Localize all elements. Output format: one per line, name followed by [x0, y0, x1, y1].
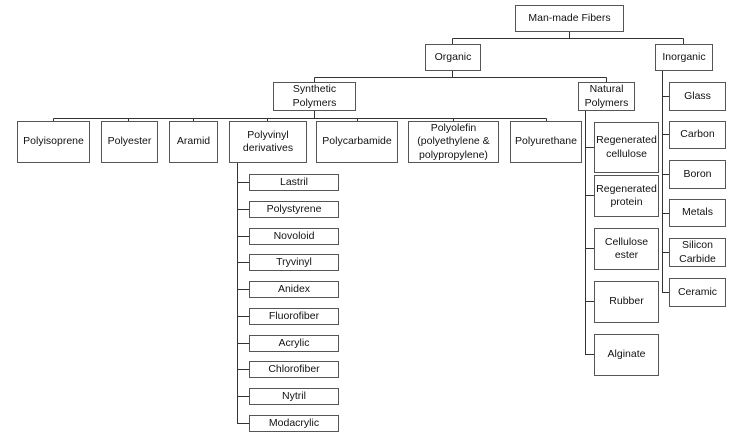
- inorganic-type-node: Silicon Carbide: [669, 238, 726, 267]
- synthetic-type-node: Polyolefin (polyethylene & polypropylene…: [408, 121, 499, 163]
- synthetic-type-node: Polyester: [101, 121, 158, 163]
- synthetic-type-node: Polyurethane: [510, 121, 582, 163]
- inorganic-type-node: Metals: [669, 199, 726, 227]
- polyvinyl-derivative-node: Nytril: [249, 388, 339, 405]
- natural-type-node: Regenerated cellulose: [594, 122, 659, 173]
- polyvinyl-derivative-node: Acrylic: [249, 335, 339, 352]
- inorganic-type-node: Ceramic: [669, 278, 726, 307]
- natural-type-node: Cellulose ester: [594, 228, 659, 270]
- inorganic-type-node: Boron: [669, 160, 726, 189]
- polyvinyl-derivative-node: Chlorofiber: [249, 361, 339, 378]
- polyvinyl-derivative-node: Polystyrene: [249, 201, 339, 218]
- inorganic-node: Inorganic: [655, 44, 713, 71]
- synthetic-type-node: Polyisoprene: [17, 121, 90, 163]
- natural-type-node: Alginate: [594, 334, 659, 376]
- polyvinyl-derivative-node: Novoloid: [249, 228, 339, 245]
- natural-polymers-node: Natural Polymers: [578, 82, 635, 111]
- polyvinyl-derivative-node: Anidex: [249, 281, 339, 298]
- synthetic-type-node: Aramid: [169, 121, 218, 163]
- natural-type-node: Rubber: [594, 281, 659, 323]
- inorganic-type-node: Carbon: [669, 121, 726, 149]
- polyvinyl-derivative-node: Lastril: [249, 174, 339, 191]
- root-node-man-made-fibers: Man-made Fibers: [515, 5, 624, 32]
- inorganic-type-node: Glass: [669, 82, 726, 111]
- synthetic-polymers-node: Synthetic Polymers: [273, 82, 356, 111]
- synthetic-type-node: Polycarbamide: [316, 121, 398, 163]
- natural-type-node: Regenerated protein: [594, 175, 659, 217]
- synthetic-type-node: Polyvinyl derivatives: [229, 121, 307, 163]
- polyvinyl-derivative-node: Modacrylic: [249, 415, 339, 432]
- polyvinyl-derivative-node: Tryvinyl: [249, 254, 339, 271]
- organic-node: Organic: [425, 44, 481, 71]
- polyvinyl-derivative-node: Fluorofiber: [249, 308, 339, 325]
